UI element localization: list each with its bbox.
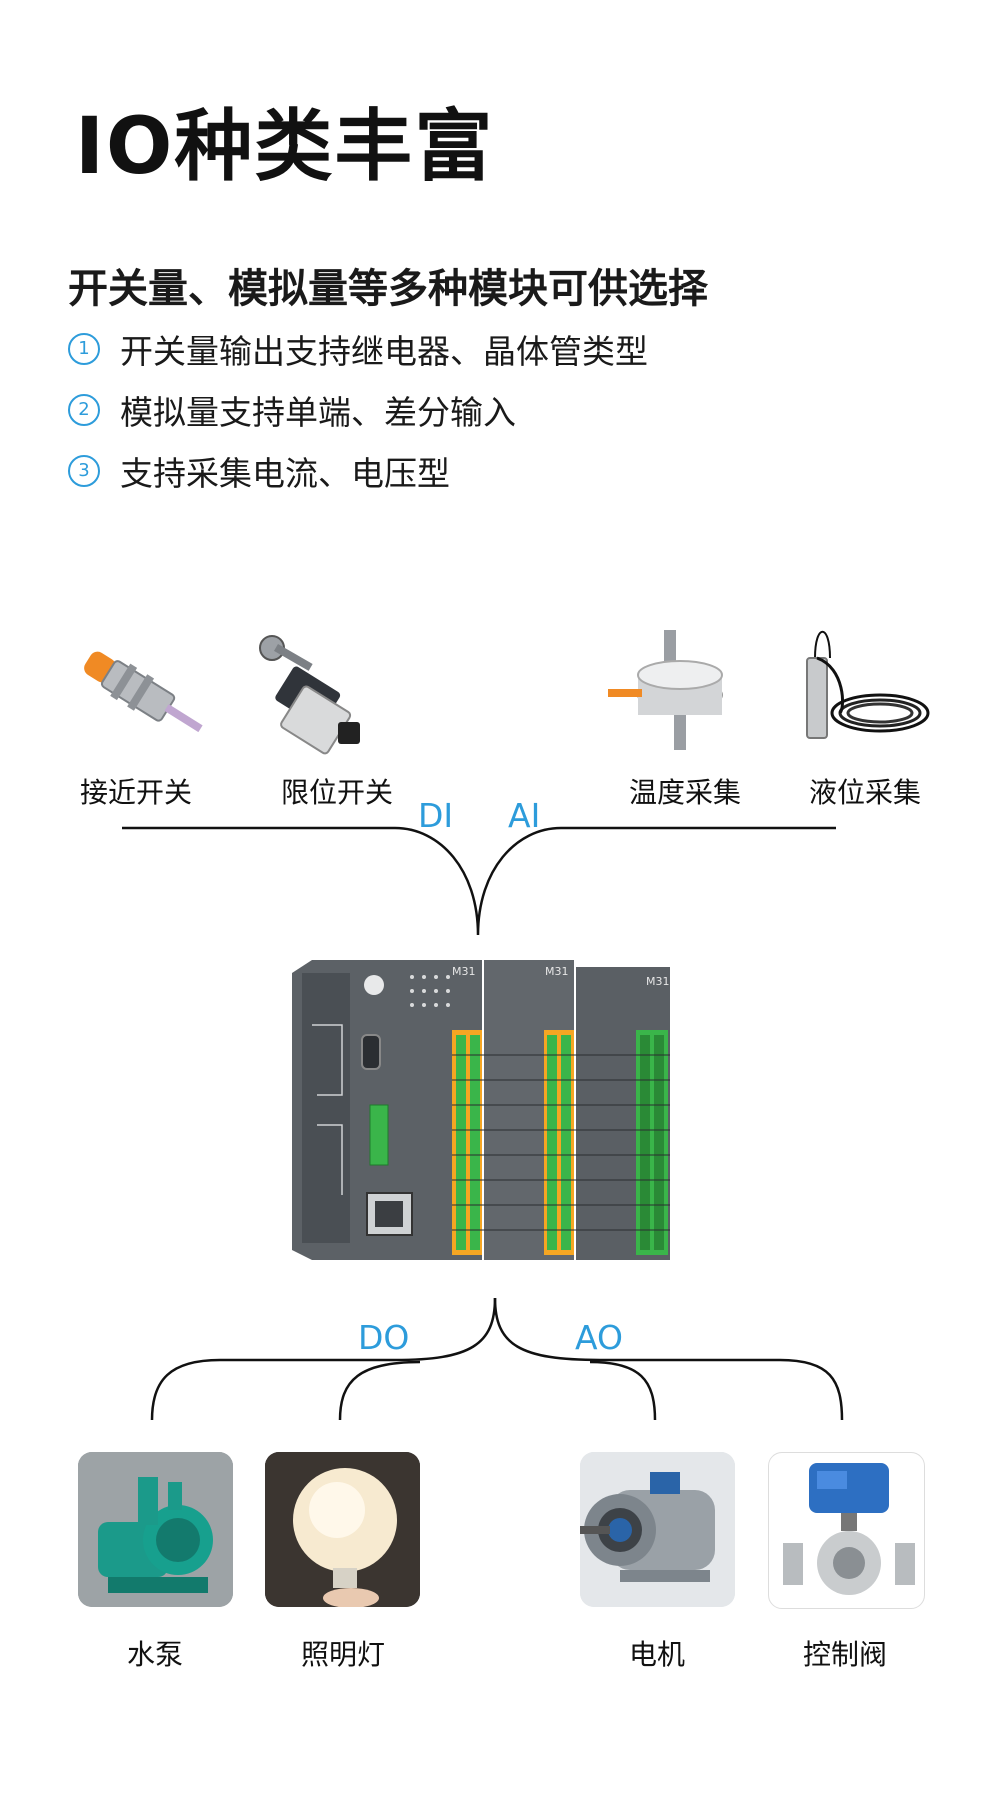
light-bulb-icon [265, 1452, 420, 1607]
do-label: DO [358, 1318, 410, 1357]
water-pump-icon [78, 1452, 233, 1607]
motor-icon [580, 1452, 735, 1607]
feature-text: 支持采集电流、电压型 [120, 453, 450, 493]
page-title: IO种类丰富 [75, 102, 495, 192]
feature-item: 1 开关量输出支持继电器、晶体管类型 [68, 318, 648, 379]
load-cell-icon [600, 625, 740, 765]
limit-switch-icon [250, 630, 390, 765]
circled-number-icon: 1 [68, 332, 100, 365]
feature-text: 模拟量支持单端、差分输入 [120, 392, 516, 432]
circled-number-icon: 2 [68, 393, 100, 426]
level-sensor-icon [785, 618, 935, 768]
io-module-image [292, 955, 672, 1273]
device-label: 控制阀 [802, 1638, 887, 1671]
device-label: 水泵 [126, 1638, 183, 1671]
control-valve-icon [768, 1452, 925, 1609]
di-label: DI [418, 796, 454, 835]
feature-item: 3 支持采集电流、电压型 [68, 440, 648, 501]
device-label: 照明灯 [300, 1638, 385, 1671]
feature-text: 开关量输出支持继电器、晶体管类型 [120, 331, 648, 371]
module-model-label: M31 [545, 965, 569, 978]
device-label: 温度采集 [628, 776, 741, 809]
module-model-label: M31 [646, 975, 670, 988]
ao-label: AO [575, 1318, 623, 1357]
circled-number-icon: 3 [68, 454, 100, 487]
device-label: 液位采集 [808, 776, 921, 809]
page-subtitle: 开关量、模拟量等多种模块可供选择 [68, 266, 708, 312]
ai-label: AI [508, 796, 541, 835]
feature-item: 2 模拟量支持单端、差分输入 [68, 379, 648, 440]
module-model-label: M31 [452, 965, 476, 978]
device-label: 限位开关 [280, 776, 393, 809]
feature-list: 1 开关量输出支持继电器、晶体管类型 2 模拟量支持单端、差分输入 3 支持采集… [68, 318, 648, 501]
proximity-switch-icon [55, 635, 205, 765]
device-label: 接近开关 [79, 776, 192, 809]
device-label: 电机 [628, 1638, 685, 1671]
